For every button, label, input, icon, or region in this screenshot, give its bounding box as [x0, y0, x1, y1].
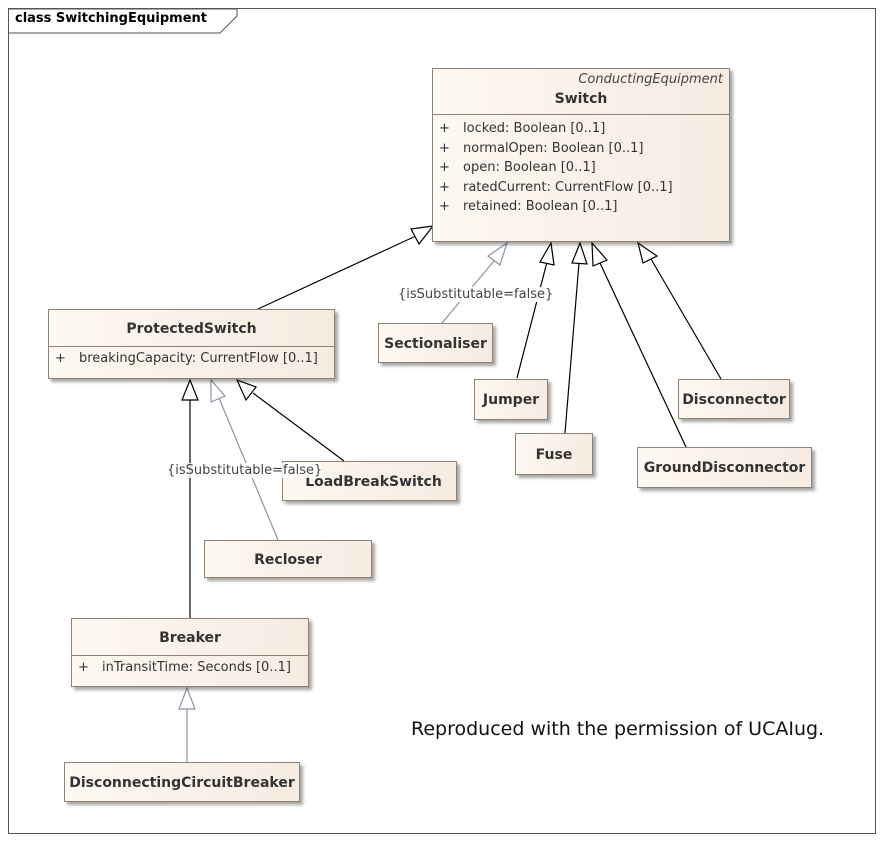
arrowhead-switch-from-grounddisconnector — [591, 241, 608, 267]
jumper-name: Jumper — [482, 392, 540, 408]
visibility-marker: + — [439, 121, 450, 136]
load-break-switch-name: LoadBreakSwitch — [305, 474, 442, 490]
permission-note: Reproduced with the permission of UCAIug… — [411, 718, 825, 740]
attribute-row: + normalOpen: Boolean [0..1] — [439, 139, 729, 159]
protected-switch-name: ProtectedSwitch — [126, 321, 257, 337]
attribute-text: normalOpen: Boolean [0..1] — [463, 140, 644, 156]
attribute-text: open: Boolean [0..1] — [463, 160, 596, 175]
switch-stereotype: ConductingEquipment — [578, 72, 723, 87]
attribute-text: locked: Boolean [0..1] — [463, 121, 606, 136]
arrowhead-switch-from-protectedswitch — [410, 225, 435, 246]
attribute-row: + locked: Boolean [0..1] — [439, 119, 729, 139]
attribute-text: inTransitTime: Seconds [0..1] — [102, 660, 291, 675]
constraint-sectionaliser: {isSubstitutable=false} — [398, 287, 554, 302]
attribute-row: + inTransitTime: Seconds [0..1] — [78, 658, 308, 678]
attribute-row: + retained: Boolean [0..1] — [439, 197, 729, 217]
protected-switch-attributes: + breakingCapacity: CurrentFlow [0..1] — [49, 346, 334, 369]
visibility-marker: + — [439, 199, 450, 214]
class-breaker[interactable]: Breaker + inTransitTime: Seconds [0..1] — [71, 618, 309, 687]
breaker-attributes: + inTransitTime: Seconds [0..1] — [72, 655, 308, 678]
edge-protectedswitch-switch — [257, 234, 419, 310]
visibility-marker: + — [439, 179, 450, 195]
edge-loadbreakswitch-protectedswitch — [252, 392, 345, 462]
arrowhead-switch-from-fuse — [571, 241, 588, 265]
attribute-text: ratedCurrent: CurrentFlow [0..1] — [463, 179, 673, 195]
visibility-marker: + — [55, 351, 66, 366]
fuse-name: Fuse — [535, 447, 573, 463]
class-switch[interactable]: ConductingEquipment Switch + locked: Bool… — [432, 68, 730, 242]
class-fuse[interactable]: Fuse — [515, 433, 593, 475]
attribute-text: breakingCapacity: CurrentFlow [0..1] — [79, 351, 318, 366]
class-disconnector[interactable]: Disconnector — [678, 379, 790, 419]
class-jumper[interactable]: Jumper — [474, 379, 548, 420]
visibility-marker: + — [439, 140, 450, 156]
disconnecting-circuit-breaker-name: DisconnectingCircuitBreaker — [69, 775, 295, 791]
sectionaliser-name: Sectionaliser — [384, 336, 487, 352]
class-sectionaliser[interactable]: Sectionaliser — [378, 323, 493, 363]
arrowhead-switch-from-disconnector — [637, 241, 659, 264]
edge-jumper-switch — [516, 261, 548, 379]
arrowhead-protectedswitch-from-recloser — [210, 378, 226, 403]
class-ground-disconnector[interactable]: GroundDisconnector — [637, 447, 812, 488]
attribute-text: retained: Boolean [0..1] — [463, 199, 618, 214]
constraint-recloser: {isSubstitutable=false} — [167, 463, 323, 478]
arrowhead-switch-from-jumper — [539, 241, 555, 266]
attribute-row: + open: Boolean [0..1] — [439, 158, 729, 178]
attribute-row: + ratedCurrent: CurrentFlow [0..1] — [439, 178, 729, 198]
edge-fuse-switch — [564, 262, 580, 434]
breaker-name: Breaker — [159, 630, 221, 646]
edge-grounddisconnector-switch — [599, 262, 687, 448]
attribute-row: + breakingCapacity: CurrentFlow [0..1] — [55, 349, 334, 369]
class-recloser[interactable]: Recloser — [204, 540, 372, 578]
recloser-name: Recloser — [254, 552, 322, 568]
switch-name: Switch — [554, 91, 608, 107]
arrowhead-switch-from-sectionaliser — [486, 241, 509, 266]
arrowhead-breaker-from-dcb — [178, 686, 196, 710]
arrowhead-protectedswitch-from-breaker — [181, 378, 199, 401]
visibility-marker: + — [78, 660, 89, 675]
disconnector-name: Disconnector — [682, 392, 786, 408]
arrowhead-protectedswitch-from-loadbreakswitch — [235, 378, 257, 402]
class-protected-switch[interactable]: ProtectedSwitch + breakingCapacity: Curre… — [48, 309, 335, 379]
visibility-marker: + — [439, 160, 450, 175]
switch-attributes: + locked: Boolean [0..1] + normalOpen: Boo… — [433, 114, 729, 217]
edge-disconnector-switch — [650, 258, 722, 380]
frame-title: class SwitchingEquipment — [15, 11, 207, 26]
ground-disconnector-name: GroundDisconnector — [643, 460, 806, 476]
class-disconnecting-circuit-breaker[interactable]: DisconnectingCircuitBreaker — [64, 762, 300, 802]
